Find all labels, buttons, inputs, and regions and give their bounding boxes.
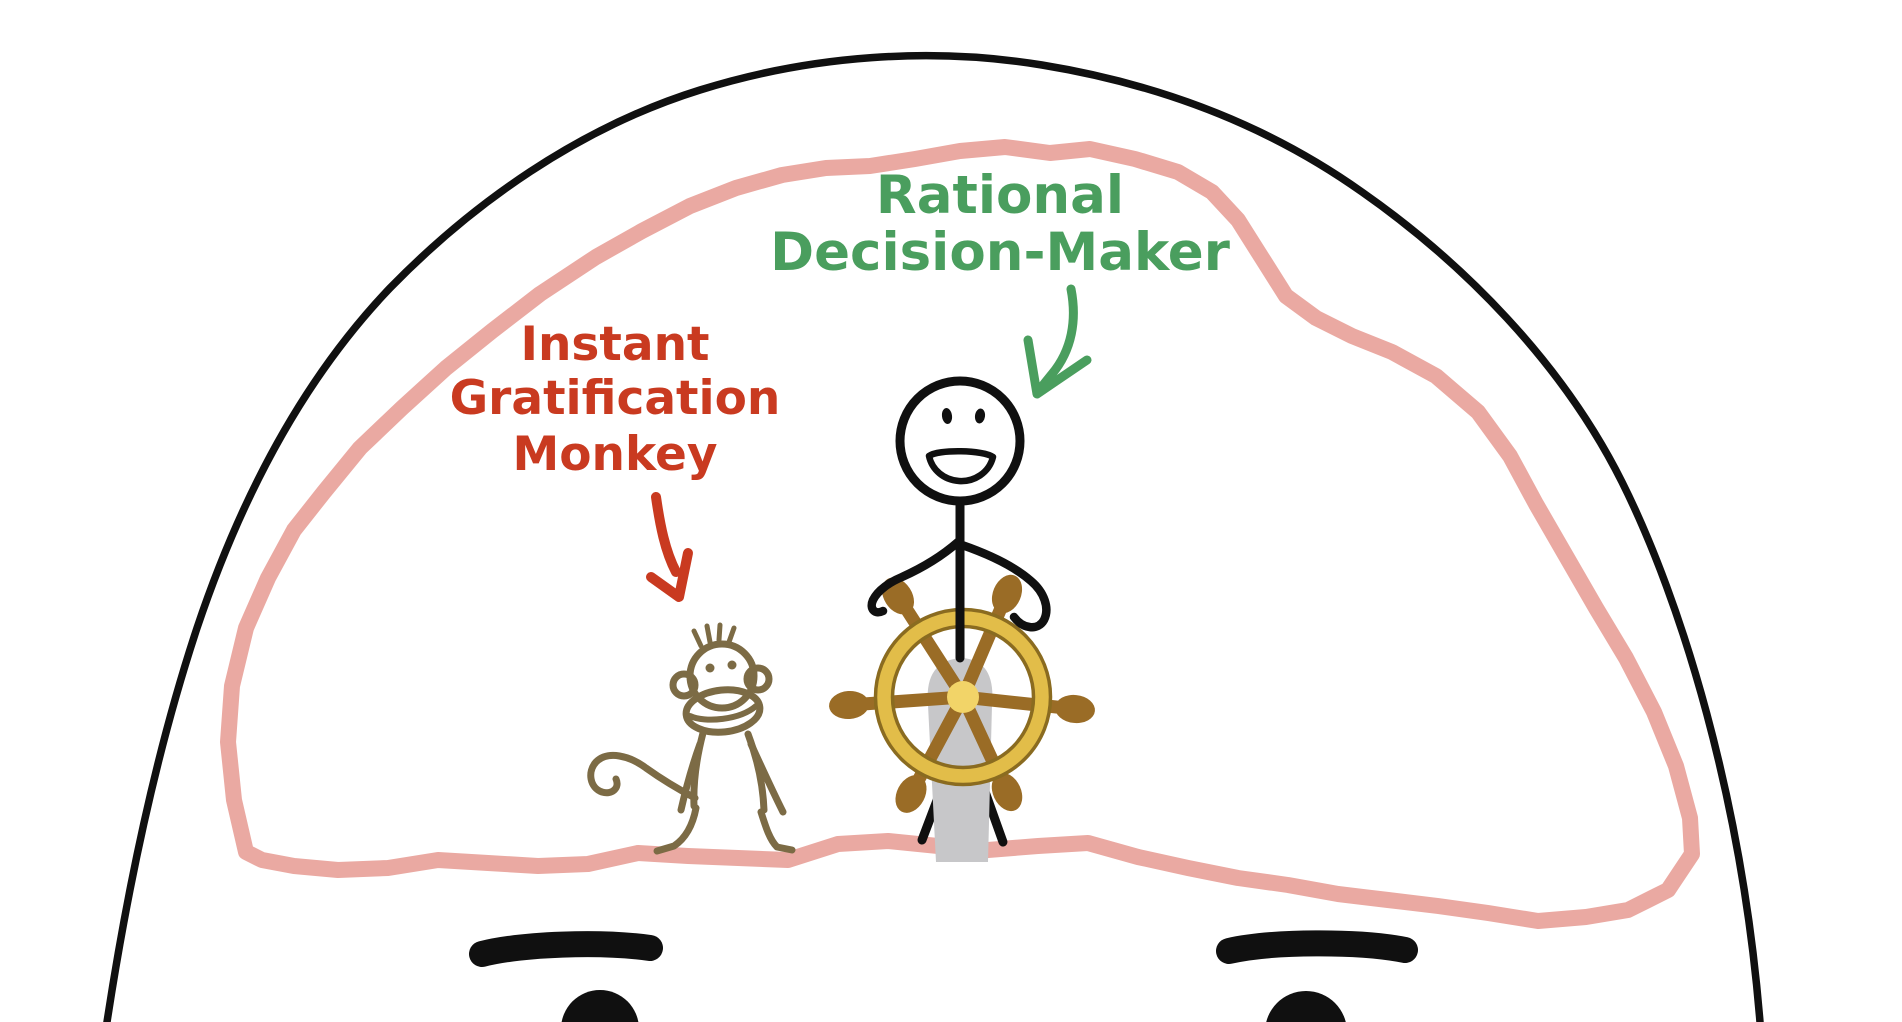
right-eyebrow (1216, 930, 1418, 964)
monkey-hair (691, 622, 737, 649)
monkey-figure (587, 622, 796, 855)
monkey-right-ear (743, 664, 773, 694)
rational-decision-maker-label: Rational Decision-Maker (770, 165, 1230, 399)
green-label-line-1: Rational (876, 165, 1124, 226)
stickman-head (895, 376, 1025, 506)
right-eye (1266, 991, 1346, 1022)
instant-gratification-monkey-label: Instant Gratification Monkey (450, 317, 781, 602)
steering-column (927, 658, 993, 862)
green-label-line-2: Decision-Maker (770, 222, 1230, 283)
monkey-right-leg (757, 808, 796, 854)
stickman-eyes (941, 408, 986, 424)
red-label-line-1: Instant (520, 317, 709, 372)
brain-outline (220, 139, 1700, 929)
stickman-left-arm (867, 537, 963, 617)
left-eye (561, 990, 639, 1022)
monkey-left-arm (677, 740, 704, 814)
monkey-tail (587, 751, 699, 802)
monkey-left-ear (669, 670, 699, 700)
monkey-left-leg (653, 804, 700, 855)
stickman-smile (925, 447, 997, 485)
head-outline (103, 51, 1764, 1022)
red-label-line-2: Gratification (450, 371, 781, 426)
red-label-line-3: Monkey (512, 427, 717, 482)
wheel-hub (947, 681, 979, 713)
monkey-mouth (687, 703, 759, 723)
stickman-figure (829, 376, 1095, 862)
monkey-right-arm (747, 740, 787, 816)
big-face (469, 930, 1418, 1022)
red-arrow-down-icon (646, 492, 693, 602)
green-arrow-down-icon (1023, 284, 1092, 399)
monkey-head (686, 640, 758, 712)
stickman-right-arm (957, 540, 1051, 632)
left-eyebrow (469, 931, 663, 967)
wheel-handle-knobs (829, 574, 1095, 813)
monkey-eyes (705, 660, 737, 673)
monkey-muzzle (682, 686, 764, 736)
ships-wheel (829, 574, 1095, 813)
